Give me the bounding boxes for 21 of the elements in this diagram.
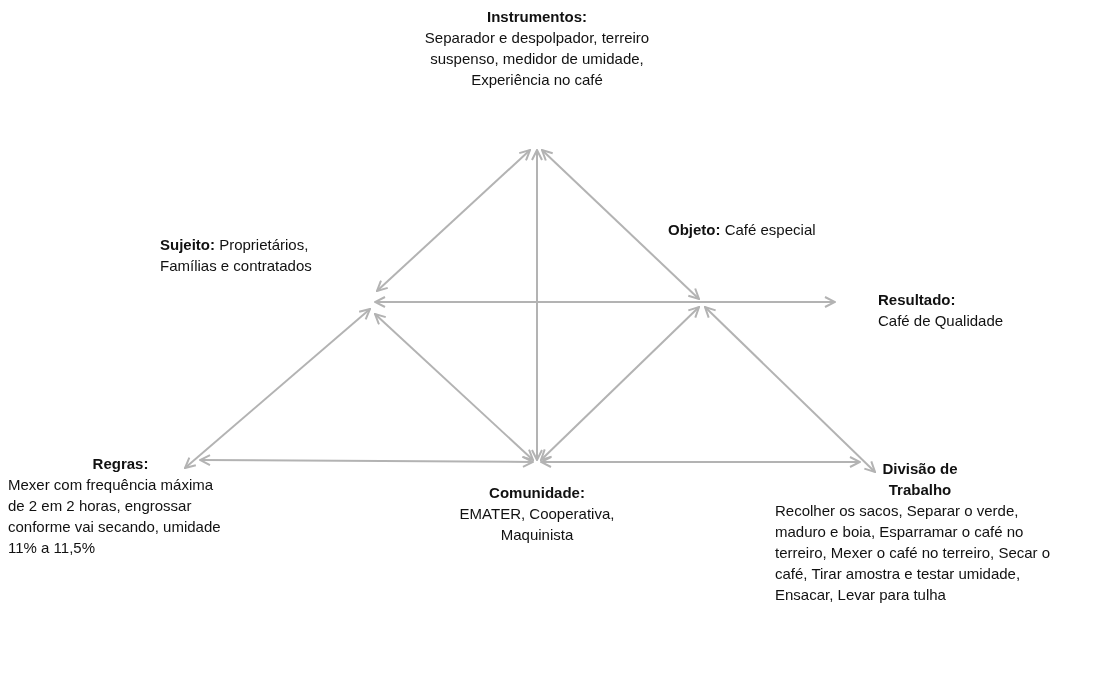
double-arrow	[184, 308, 371, 469]
heading: Instrumentos:	[486, 7, 588, 27]
heading: Regras:	[91, 454, 150, 474]
double-arrow	[374, 296, 836, 308]
description: Separador e despolpador, terreiro suspenso, medidor de umidade, Experiência no café	[423, 28, 651, 90]
heading: Resultado:	[878, 290, 957, 310]
description: EMATER, Cooperativa, Maquinista	[458, 504, 616, 545]
heading: Comunidade:	[488, 483, 586, 503]
double-arrow	[374, 313, 534, 461]
description: Recolher os sacos, Separar o verde, maduro e boia, Esparramar o café no terreiro, Mexer o café no terreiro, Secar o café, Tirar amostra e testar umidade, Ensacar, Levar para tulha	[775, 501, 1052, 605]
double-arrow	[540, 306, 700, 461]
description: Sujeito: Proprietários, Famílias e contratados	[160, 235, 313, 276]
double-arrow	[376, 149, 531, 292]
double-arrow	[199, 454, 534, 468]
double-arrow	[531, 149, 543, 461]
double-arrow	[541, 149, 700, 300]
description: Mexer com frequência máxima de 2 em 2 horas, engrossar conforme vai secando, umidade 11% a 11,5%	[8, 475, 222, 558]
heading: Divisão de Trabalho	[881, 459, 959, 500]
double-arrow	[540, 456, 861, 468]
double-arrow	[704, 306, 876, 473]
description: Café de Qualidade	[878, 311, 1005, 331]
